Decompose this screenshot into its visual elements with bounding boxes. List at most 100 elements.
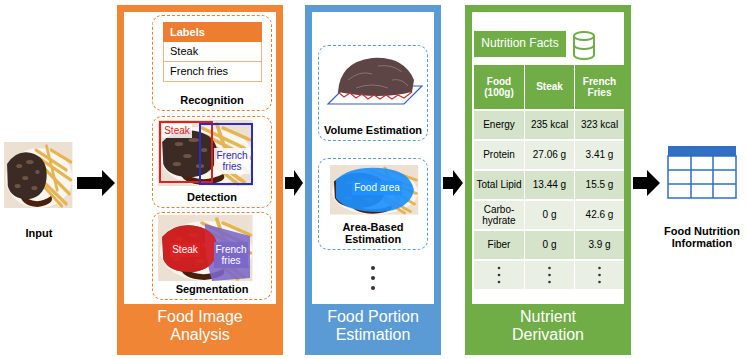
area-photo <box>330 165 418 215</box>
table-ellipsis-row <box>548 274 551 277</box>
area-tag: Food area <box>352 181 402 195</box>
panel-heading: Food Portion Estimation <box>312 304 434 348</box>
box-label: Volume Estimation <box>320 124 426 140</box>
table-cell: 235 kcal <box>525 111 574 139</box>
table-header-cell: Steak <box>525 65 574 109</box>
table-cell: 3.9 g <box>575 231 624 259</box>
table-cell: 323 kcal <box>575 111 624 139</box>
detection-photo <box>158 120 253 186</box>
more-methods-dots <box>371 286 375 290</box>
table-ellipsis-row <box>598 281 601 284</box>
more-methods-dots <box>371 266 375 290</box>
table-cell: Total Lipid <box>474 171 524 199</box>
table-cell: 42.6 g <box>575 201 624 229</box>
database-icon <box>574 32 594 40</box>
segmentation-photo <box>158 215 253 281</box>
volume-box: Volume Estimation <box>318 45 428 141</box>
table-cell: 15.5 g <box>575 171 624 199</box>
table-ellipsis-row <box>498 281 501 284</box>
volume-illustration <box>392 80 408 86</box>
label-text: Carbo- hydrate <box>475 204 523 227</box>
label-text: French fries <box>215 150 249 173</box>
class-label: French fries <box>163 62 262 82</box>
label-text: 3.41 g <box>586 149 614 161</box>
volume-illustration <box>378 66 402 72</box>
table-ellipsis-row <box>575 261 624 289</box>
table-cell: Energy <box>474 111 524 139</box>
volume-illustration <box>356 85 388 88</box>
table-cell: Fiber <box>474 231 524 259</box>
volume-illustration <box>338 58 414 96</box>
table-ellipsis-row <box>498 274 501 277</box>
flow-arrow <box>285 170 303 196</box>
label-text: Steak <box>536 81 563 93</box>
table-icon <box>668 156 736 198</box>
volume-illustration <box>328 58 422 104</box>
header-label: Nutrition Facts <box>477 37 562 51</box>
area-photo <box>336 168 414 212</box>
label-text: Fiber <box>488 239 511 251</box>
node-label: Input <box>26 227 53 240</box>
label-text: Energy <box>483 119 515 131</box>
table-icon <box>668 146 736 198</box>
label-text: 235 kcal <box>531 119 568 131</box>
table-ellipsis-row <box>598 274 601 277</box>
label-text: French Fries <box>576 76 623 99</box>
panel-heading: Food Image Analysis <box>124 304 276 348</box>
area-box: Area-Based Estimation <box>318 158 428 250</box>
table-ellipsis-row <box>498 267 601 284</box>
output-node: Food Nutrition Information <box>662 140 742 250</box>
nutrition-facts-header: Nutrition Facts <box>474 31 566 57</box>
table-icon <box>668 156 736 198</box>
detection-tag: Steak <box>162 124 192 138</box>
table-ellipsis-row <box>548 267 551 270</box>
table-ellipsis-row <box>474 261 624 289</box>
label-text: Total Lipid <box>476 179 521 191</box>
flow-arrow <box>443 170 463 196</box>
label-text: 42.6 g <box>586 209 614 221</box>
segment-tag: Steak <box>170 243 200 257</box>
label-text: Steak <box>172 244 198 256</box>
table-ellipsis-row <box>498 267 501 270</box>
more-methods-dots <box>371 276 375 280</box>
label-text: 27.06 g <box>533 149 566 161</box>
box-label: Detection <box>183 191 241 207</box>
detection-photo <box>158 120 253 186</box>
table-cell: Protein <box>474 141 524 169</box>
table-cell: Carbo- hydrate <box>474 201 524 229</box>
flow-arrow <box>77 170 115 196</box>
box-label: Segmentation <box>172 283 253 299</box>
table-cell: 3.41 g <box>575 141 624 169</box>
label-text: Labels <box>170 26 205 39</box>
input-node: Input <box>3 140 75 240</box>
table-ellipsis-row <box>598 267 601 270</box>
detection-tag: French fries <box>214 148 250 174</box>
database-icon <box>574 45 594 49</box>
table-header: Labels <box>163 22 262 42</box>
detection-photo <box>200 124 252 184</box>
table-header-cell: Food (100g) <box>474 65 524 109</box>
portion-panel: Food Portion Estimation Volume Estimation… <box>305 5 441 355</box>
table-header-cell: French Fries <box>575 65 624 109</box>
table-cell: 0 g <box>525 231 574 259</box>
segmentation-photo <box>162 225 217 272</box>
label-text: 0 g <box>543 239 557 251</box>
label-text: Food (100g) <box>475 76 523 99</box>
label-text: French fries <box>170 65 228 78</box>
more-methods-dots <box>371 266 375 270</box>
label-text: 323 kcal <box>581 119 618 131</box>
volume-illustration <box>348 73 372 80</box>
table-cell: 0 g <box>525 201 574 229</box>
database-icon <box>574 32 594 59</box>
label-text: 0 g <box>543 209 557 221</box>
table-ellipsis-row <box>525 261 574 289</box>
flow-arrow <box>633 170 660 196</box>
class-label: Steak <box>163 42 262 62</box>
table-icon <box>668 146 736 156</box>
input-food-photo <box>4 142 72 208</box>
panel-heading: Nutrient Derivation <box>472 304 624 348</box>
segmentation-photo <box>158 215 253 281</box>
table-ellipsis-row <box>548 281 551 284</box>
detection-photo <box>160 122 212 182</box>
